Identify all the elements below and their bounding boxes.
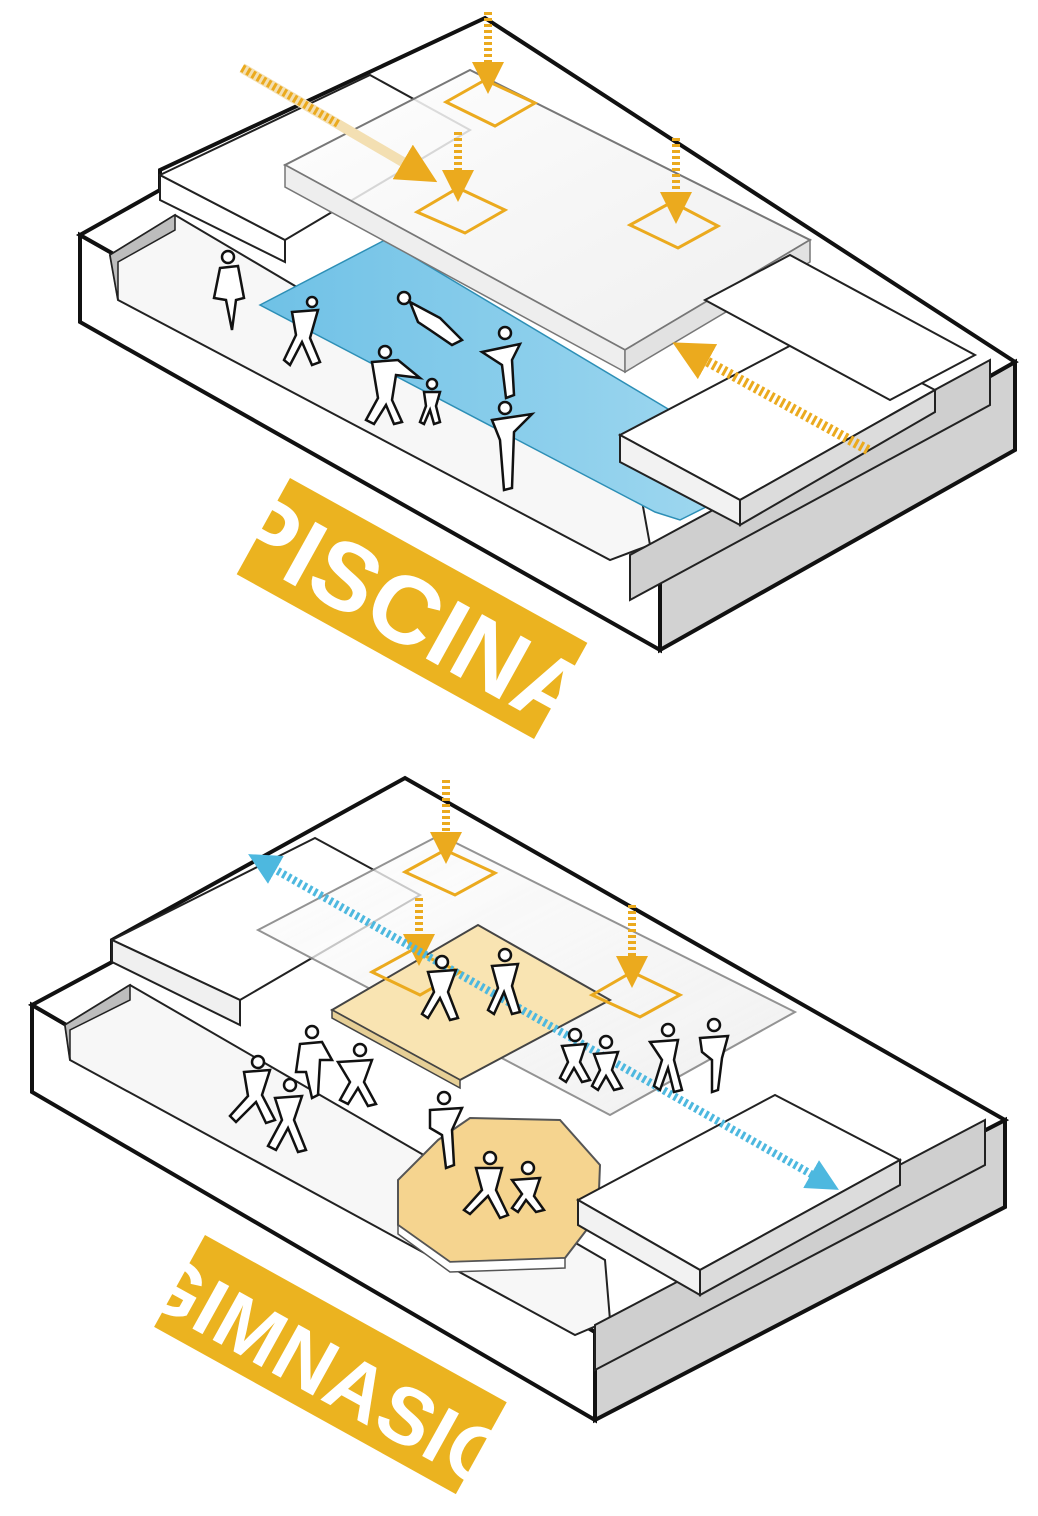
piscina-diagram: PISCINA [80, 12, 1015, 755]
gimnasio-diagram: GIMNASIO [32, 778, 1005, 1510]
